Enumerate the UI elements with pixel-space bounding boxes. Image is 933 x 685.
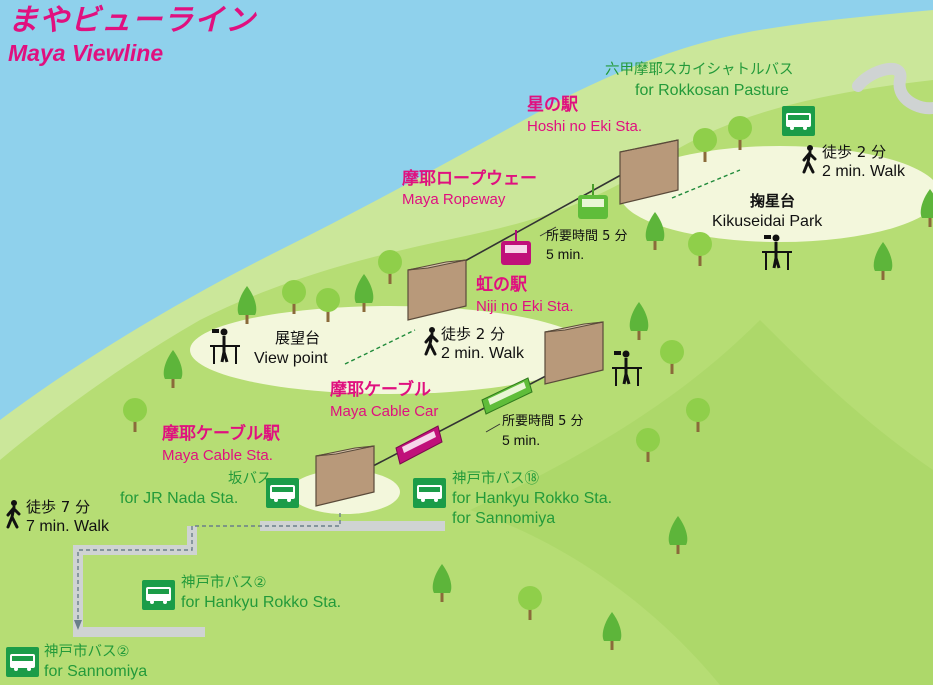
telescope-viewer-icon xyxy=(762,234,792,270)
bus-icon xyxy=(782,106,815,136)
tree-icon xyxy=(163,350,183,388)
saka-bus-name: 坂バス xyxy=(228,471,272,487)
station-building-icon xyxy=(544,321,604,385)
kikuseidai-name-en: Kikuseidai Park xyxy=(712,213,823,230)
niji-walk-ja: 徒歩 2 分 xyxy=(441,325,506,343)
gondola-icon xyxy=(501,230,531,265)
kobe-bus-2-sannomiya-destination: for Sannomiya xyxy=(44,663,148,680)
tree-icon xyxy=(645,212,665,250)
saka-bus-destination: for JR Nada Sta. xyxy=(120,490,239,507)
walk-route-kikuseidai xyxy=(671,169,741,199)
hoshi-station-name-ja: 星の駅 xyxy=(527,95,578,115)
tree-icon xyxy=(354,274,374,312)
walk-route-arrow xyxy=(74,620,82,630)
ropeway-name-en: Maya Ropeway xyxy=(402,191,506,208)
tree-icon xyxy=(920,189,933,227)
telescope-viewer-icon xyxy=(612,350,642,386)
bus-icon xyxy=(413,478,446,508)
cable-station-name-en: Maya Cable Sta. xyxy=(162,447,273,464)
nada-walk-ja: 徒歩 7 分 xyxy=(26,498,91,516)
tree-icon xyxy=(686,398,710,432)
kobe-bus-2-sannomiya-name: 神戸市バス② xyxy=(44,644,130,660)
tree-icon xyxy=(518,586,542,620)
kikuseidai-walk-ja: 徒歩 2 分 xyxy=(822,143,887,161)
nada-walk-en: 7 min. Walk xyxy=(26,518,109,535)
ropeway-time-ja: 所要時間 5 分 xyxy=(546,229,628,244)
map-title: まやビューライン xyxy=(8,3,256,38)
bus-icon xyxy=(266,478,299,508)
station-building-icon xyxy=(407,259,467,321)
mountain-slope-shade xyxy=(470,320,933,685)
cable-car-icon xyxy=(395,425,443,465)
tree-icon xyxy=(123,398,147,432)
tree-icon xyxy=(873,242,893,280)
viewpoint-name-ja: 展望台 xyxy=(275,329,321,347)
kobe-bus-18-name: 神戸市バス⑱ xyxy=(452,471,539,487)
rokko-shuttle-bus-name: 六甲摩耶スカイシャトルバス xyxy=(605,62,794,78)
kikuseidai-clearing xyxy=(620,146,933,242)
telescope-viewer-icon xyxy=(210,328,240,364)
tree-icon xyxy=(636,428,660,462)
kobe-bus-18-destination-2: for Sannomiya xyxy=(452,510,556,527)
tree-icon xyxy=(688,232,712,266)
station-building-icon xyxy=(619,139,679,205)
tree-icon xyxy=(728,116,752,150)
tree-icon xyxy=(629,302,649,340)
ropeway-time-arrow xyxy=(539,226,557,237)
tree-icon xyxy=(282,280,306,314)
walking-person-icon xyxy=(802,145,817,174)
cablecar-name-ja: 摩耶ケーブル xyxy=(330,380,431,400)
tree-icon xyxy=(378,250,402,284)
kobe-bus-2-rokko-name: 神戸市バス② xyxy=(181,575,267,591)
cable-time-arrow xyxy=(485,423,501,433)
cable-car-icon xyxy=(481,377,533,415)
tree-icon xyxy=(316,288,340,322)
niji-station-name-ja: 虹の駅 xyxy=(476,275,527,295)
kikuseidai-name-ja: 掬星台 xyxy=(750,192,796,210)
tree-group xyxy=(123,116,933,650)
tree-icon xyxy=(668,516,688,554)
cablecar-time-ja: 所要時間 5 分 xyxy=(502,414,584,429)
tree-icon xyxy=(602,612,622,650)
viewpoint-name-en: View point xyxy=(254,350,328,367)
walk-route-viewpoint xyxy=(344,329,416,365)
tree-icon xyxy=(237,286,257,324)
road-top-right xyxy=(852,63,933,115)
map-subtitle: Maya Viewline xyxy=(8,40,164,66)
kobe-bus-2-rokko-destination: for Hankyu Rokko Sta. xyxy=(181,594,342,611)
niji-walk-en: 2 min. Walk xyxy=(441,345,524,362)
gondola-icon xyxy=(578,184,608,219)
viewpoint-clearing xyxy=(190,306,590,394)
tree-icon xyxy=(693,128,717,162)
ropeway-time-en: 5 min. xyxy=(546,246,585,262)
cablecar-name-en: Maya Cable Car xyxy=(330,403,439,420)
tree-icon xyxy=(660,340,684,374)
kikuseidai-walk-en: 2 min. Walk xyxy=(822,163,905,180)
ropeway-cable xyxy=(444,169,631,273)
cablecar-time-en: 5 min. xyxy=(502,432,541,448)
walking-person-icon xyxy=(424,327,439,356)
tree-icon xyxy=(432,564,452,602)
niji-station-name-en: Niji no Eki Sta. xyxy=(476,298,574,315)
bus-icon xyxy=(142,580,175,610)
cable-station-name-ja: 摩耶ケーブル駅 xyxy=(162,424,280,444)
walking-person-icon xyxy=(6,500,21,529)
ropeway-name-ja: 摩耶ロープウェー xyxy=(402,169,537,189)
kobe-bus-18-destination-1: for Hankyu Rokko Sta. xyxy=(452,490,613,507)
rokko-shuttle-destination: for Rokkosan Pasture xyxy=(635,82,789,99)
hoshi-station-name-en: Hoshi no Eki Sta. xyxy=(527,118,643,135)
station-building-icon xyxy=(315,445,375,507)
walk-route-nada xyxy=(77,513,341,622)
bus-icon xyxy=(6,647,39,677)
